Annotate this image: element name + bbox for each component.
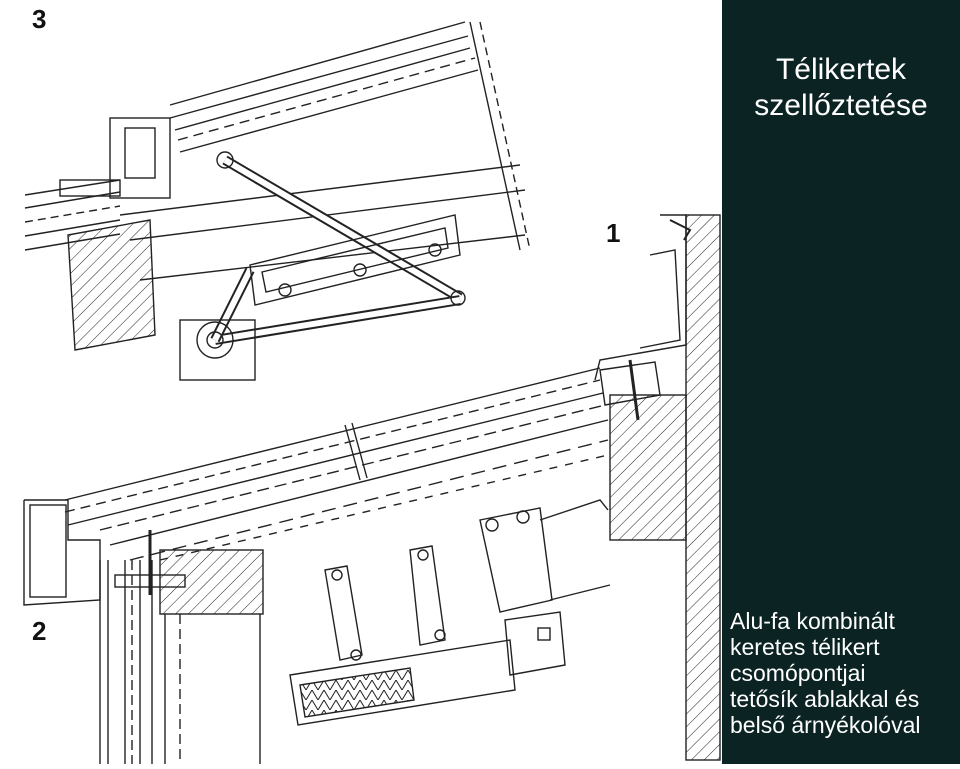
detail-3: [24, 21, 531, 381]
detail-2: [23, 499, 264, 764]
caption-line: keretes télikert: [730, 634, 880, 660]
detail-label-3: 3: [32, 4, 47, 34]
technical-drawing: 3 1 2: [23, 4, 721, 764]
construction-detail-svg: [23, 21, 721, 764]
panel-title-line: szellőztetése: [754, 89, 928, 122]
internal-shading: [289, 499, 611, 726]
panel-title-line: Télikertek: [775, 53, 907, 86]
caption-line: tetősík ablakkal és: [730, 686, 920, 712]
detail-label-2: 2: [32, 616, 47, 646]
title-panel: Télikertek szellőztetése Alu-fa kombinál…: [722, 0, 960, 764]
caption-line: belső árnyékolóval: [730, 712, 921, 738]
panel-caption: Alu-fa kombinált keretes télikert csomóp…: [730, 608, 960, 738]
detail-1: [594, 214, 721, 761]
detail-label-1: 1: [606, 218, 621, 248]
sloped-glazing: [64, 367, 609, 561]
panel-title: Télikertek szellőztetése: [722, 52, 960, 124]
caption-line: csomópontjai: [730, 660, 866, 686]
caption-line: Alu-fa kombinált: [730, 608, 895, 634]
